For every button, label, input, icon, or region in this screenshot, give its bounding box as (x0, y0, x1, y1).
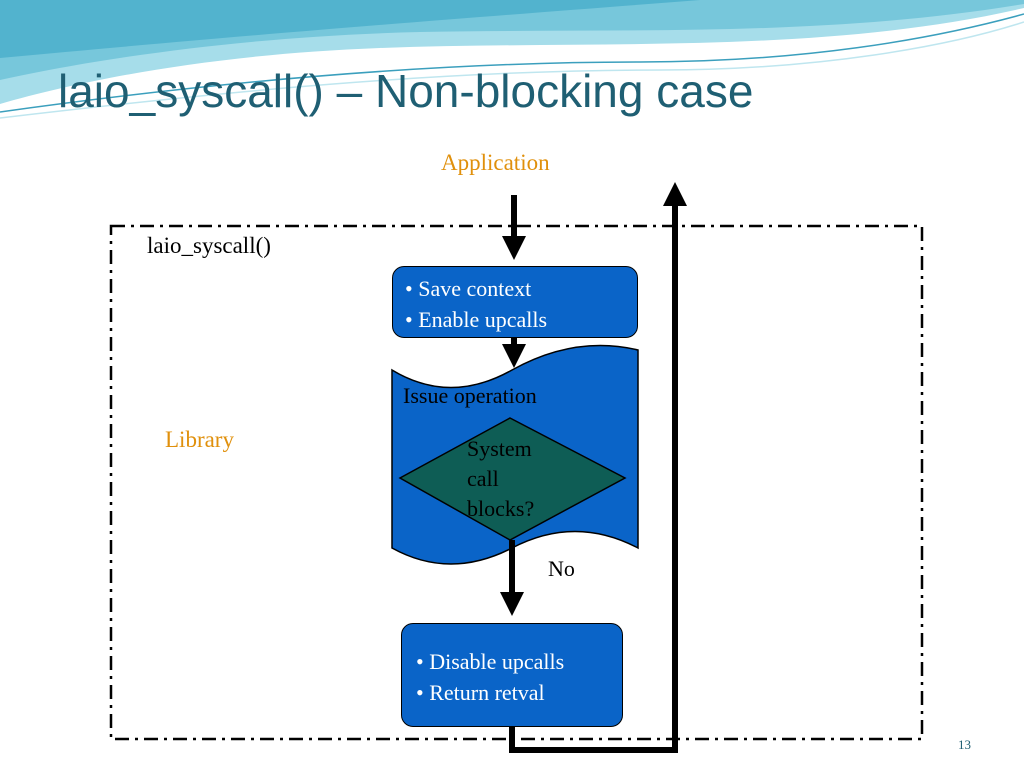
decision-line-1: System (467, 436, 532, 461)
disable-upcalls-line-1: • Disable upcalls (416, 649, 565, 674)
no-label: No (548, 556, 575, 581)
page-number: 13 (958, 737, 971, 752)
header-wave-decoration (0, 0, 1024, 119)
disable-upcalls-line-2: • Return retval (416, 680, 545, 705)
application-label: Application (441, 150, 550, 175)
decision-line-3: blocks? (467, 496, 535, 521)
save-context-line-1: • Save context (405, 276, 532, 301)
container-label: laio_syscall() (147, 233, 271, 258)
decision-line-2: call (467, 466, 499, 491)
save-context-line-2: • Enable upcalls (405, 307, 548, 332)
library-label: Library (165, 427, 234, 452)
issue-operation-label: Issue operation (403, 383, 537, 408)
arrow-return-to-application (509, 182, 687, 753)
decision-text: System call blocks? (467, 434, 534, 524)
disable-upcalls-box: • Disable upcalls • Return retval (401, 623, 623, 727)
slide-title: laio_syscall() – Non-blocking case (58, 65, 754, 117)
library-boundary (109, 224, 924, 741)
save-context-box: • Save context • Enable upcalls (392, 266, 638, 338)
